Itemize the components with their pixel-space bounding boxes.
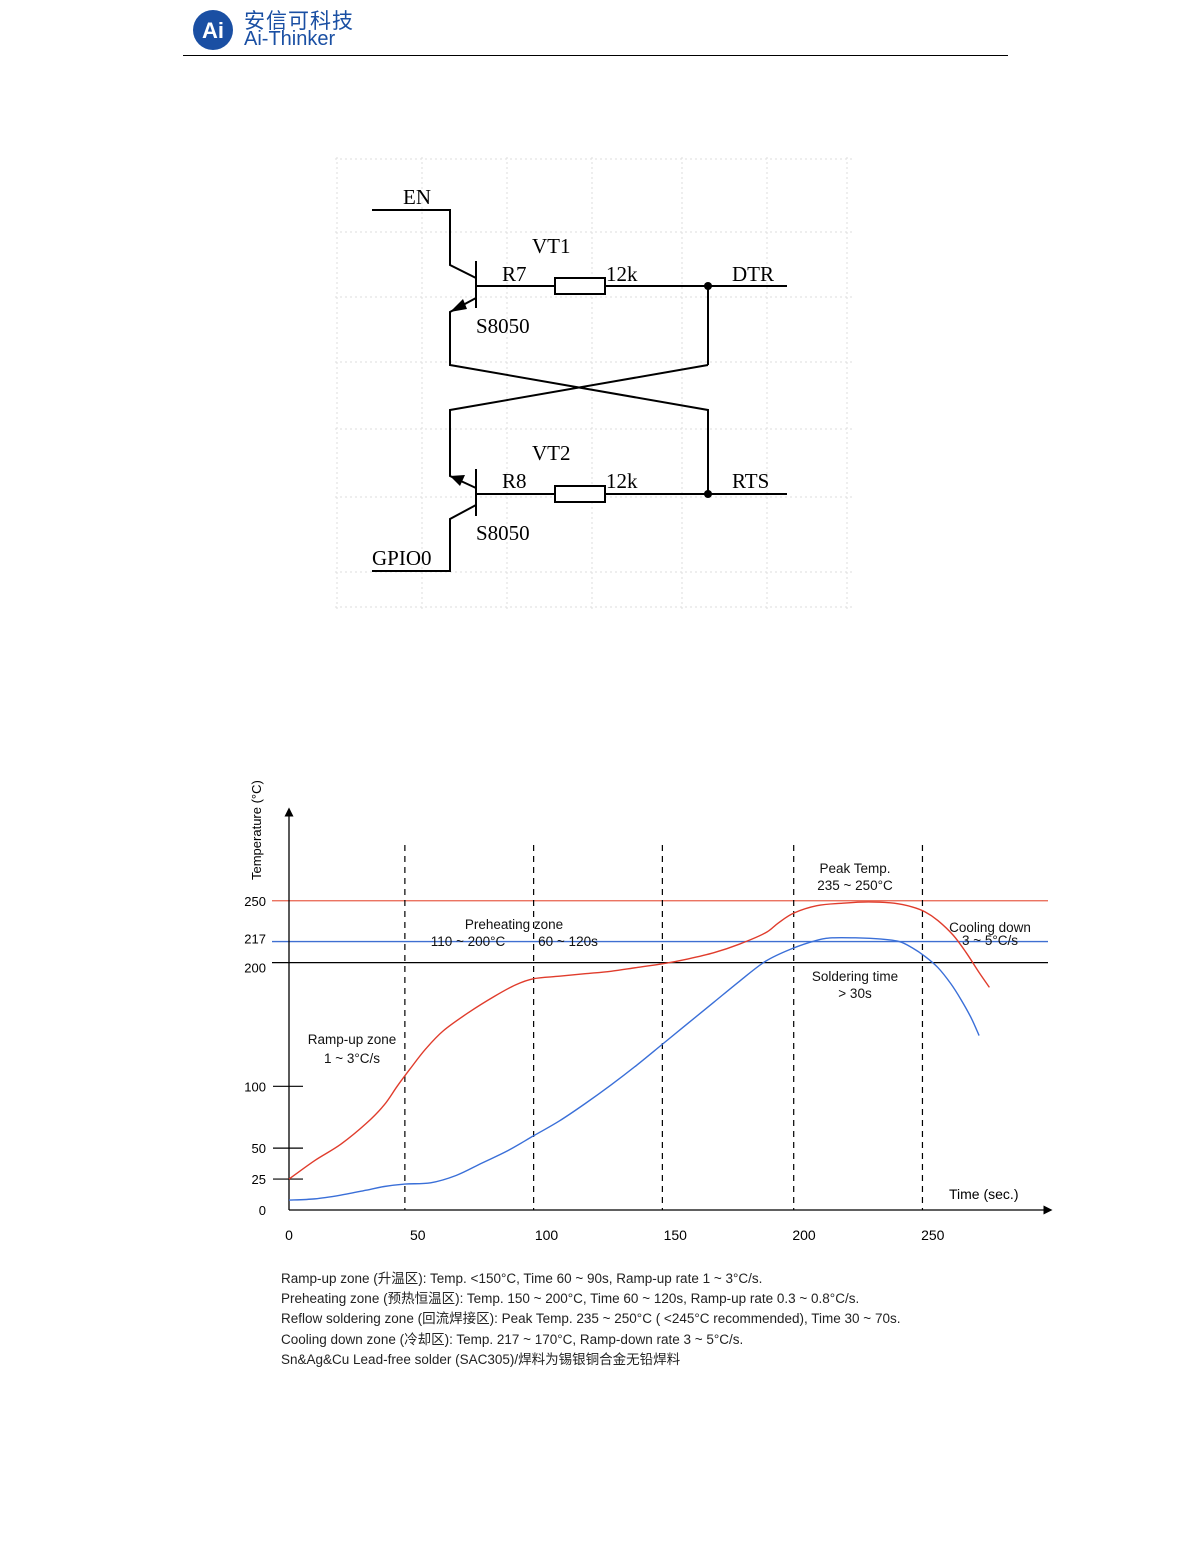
- x-tick-label: 250: [921, 1227, 945, 1243]
- chart-annotation: Soldering time: [812, 969, 898, 984]
- reflow-profile-chart: 0 50 100 150 200 250 0 25 50 100 200 217 250 Ramp-u…: [244, 780, 1053, 1243]
- x-axis-ticks: 0 50 100 150 200 250: [285, 1227, 945, 1243]
- vt1-emitter-arrow-icon: [450, 299, 467, 312]
- x-tick-label: 100: [535, 1227, 559, 1243]
- chart-annotation: 1 ~ 3°C/s: [324, 1051, 380, 1066]
- note-line: Sn&Ag&Cu Lead-free solder (SAC305)/焊料为锡银…: [281, 1351, 681, 1367]
- resistor-value-r8: 12k: [606, 469, 638, 493]
- transistor-ref-vt1: VT1: [532, 234, 571, 258]
- y-tick-label: 200: [244, 961, 266, 976]
- note-line: Reflow soldering zone (回流焊接区): Peak Temp…: [281, 1311, 901, 1327]
- x-tick-label: 0: [285, 1227, 293, 1243]
- chart-annotation: Preheating zone: [465, 917, 563, 932]
- y-axis-ticks: 0 25 50 100 200 217 250: [244, 894, 303, 1218]
- header-divider: [183, 55, 1008, 56]
- resistor-value-r7: 12k: [606, 262, 638, 286]
- series-curve-2: [288, 936, 980, 1201]
- chart-annotation: 60 ~ 120s: [538, 934, 598, 949]
- auto-download-circuit-schematic: EN VT1 R7 12k DTR S8050 VT2 R8 12k RTS S…: [335, 157, 855, 609]
- vt2-emitter-arrow-icon: [450, 475, 465, 486]
- brand-name-english: Ai-Thinker: [244, 28, 336, 50]
- chart-annotation: 110 ~ 200°C: [431, 934, 506, 949]
- net-label-gpio0: GPIO0: [372, 546, 432, 570]
- chart-annotation: > 30s: [838, 986, 872, 1001]
- x-tick-label: 200: [792, 1227, 816, 1243]
- junction-dot-dtr: [704, 282, 712, 290]
- chart-annotations: Ramp-up zone 1 ~ 3°C/s Preheating zone 110 …: [308, 861, 1031, 1066]
- resistor-r8: [554, 485, 606, 503]
- chart-series: [288, 901, 990, 1201]
- ai-thinker-logo-icon: Ai: [193, 10, 233, 50]
- schematic-wires: [372, 209, 787, 572]
- zone-dividers: [404, 845, 924, 1210]
- note-line: Ramp-up zone (升温区): Temp. <150°C, Time 6…: [281, 1271, 763, 1286]
- net-label-rts: RTS: [732, 469, 769, 493]
- resistor-ref-r7: R7: [502, 262, 527, 286]
- x-tick-label: 150: [664, 1227, 688, 1243]
- net-label-en: EN: [403, 185, 431, 209]
- y-tick-label: 0: [259, 1203, 266, 1218]
- net-label-dtr: DTR: [732, 262, 774, 286]
- transistor-part-vt1: S8050: [476, 314, 530, 338]
- reflow-notes: Ramp-up zone (升温区): Temp. <150°C, Time 6…: [281, 1269, 900, 1370]
- series-curve-1: [288, 901, 990, 1180]
- transistor-part-vt2: S8050: [476, 521, 530, 545]
- schematic-grid: [335, 157, 855, 609]
- brand-name-chinese: 安信可科技: [244, 9, 354, 33]
- note-line: Preheating zone (预热恒温区): Temp. 150 ~ 200…: [281, 1291, 860, 1307]
- chart-annotation: Peak Temp.: [819, 861, 890, 876]
- y-axis-label: Temperature (°C): [249, 780, 264, 880]
- y-tick-label: 100: [244, 1079, 266, 1094]
- page-header: Ai 安信可科技 Ai-Thinker: [0, 0, 1190, 60]
- chart-annotation: Ramp-up zone: [308, 1032, 397, 1047]
- chart-axes: [284, 807, 1053, 1215]
- x-axis-label: Time (sec.): [949, 1186, 1018, 1202]
- y-tick-label: 25: [252, 1172, 266, 1187]
- y-tick-label: 50: [252, 1141, 266, 1156]
- y-tick-label: 217: [244, 932, 266, 947]
- x-tick-label: 50: [410, 1227, 426, 1243]
- y-tick-label: 250: [244, 894, 266, 909]
- chart-annotation: 3 ~ 5°C/s: [962, 933, 1018, 948]
- transistor-ref-vt2: VT2: [532, 441, 571, 465]
- logo-mark-text: Ai: [202, 18, 224, 43]
- junction-dot-rts: [704, 490, 712, 498]
- chart-annotation: 235 ~ 250°C: [817, 878, 893, 893]
- resistor-ref-r8: R8: [502, 469, 527, 493]
- reference-lines: [272, 900, 1048, 964]
- chart-annotation: Cooling down: [949, 920, 1031, 935]
- resistor-r7: [554, 277, 606, 295]
- note-line: Cooling down zone (冷却区): Temp. 217 ~ 170…: [281, 1331, 744, 1347]
